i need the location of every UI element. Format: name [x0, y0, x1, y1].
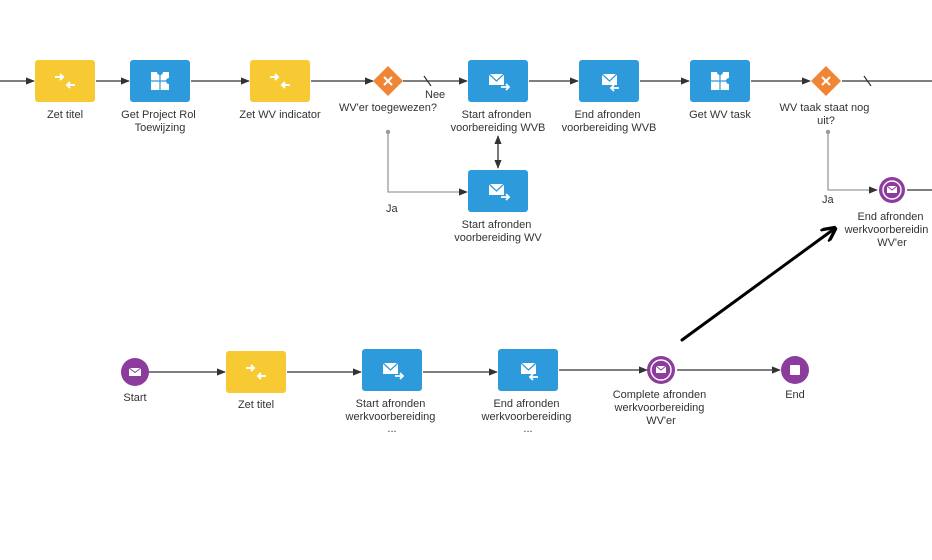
edge-nee-slash — [423, 75, 432, 87]
node-end-afronden-wvb[interactable] — [579, 60, 639, 102]
receive-mail-icon — [520, 362, 538, 381]
node-get-project-rol[interactable] — [130, 60, 190, 102]
mail-event-icon — [655, 365, 667, 373]
top-flow-edges — [0, 75, 932, 196]
edge-gateway-ja-right — [827, 132, 878, 194]
node-start-afronden-wv[interactable] — [468, 170, 528, 212]
label-end: End — [785, 389, 805, 401]
edge-ja-right-source-dot — [825, 129, 831, 135]
node-start-afronden-wvb[interactable] — [468, 60, 528, 102]
merge-arrows-icon — [246, 364, 266, 380]
label-start-afronden-wvb: Start afronden voorbereiding WVB — [451, 109, 546, 134]
label-end-afronden-wvb: End afronden voorbereiding WVB — [562, 109, 657, 134]
edge-gateway-ja-left — [387, 132, 468, 196]
node-zet-wv-indicator[interactable] — [250, 60, 310, 102]
x-icon — [383, 76, 393, 86]
puzzle-icon — [711, 69, 732, 90]
label-bottom-zet-titel: Zet titel — [238, 399, 274, 411]
event-end-afronden-werkvoorbereiding[interactable] — [879, 177, 905, 203]
stop-icon — [790, 365, 800, 375]
label-get-project-rol: Get Project Rol Toewijzing — [121, 109, 199, 134]
label-complete-afronden: Complete afronden werkvoorbereiding WV'e… — [613, 389, 710, 427]
node-bottom-zet-titel[interactable] — [226, 351, 286, 393]
edge-out-slash — [863, 75, 872, 87]
bottom-flow-edges — [149, 366, 781, 376]
gateway-wver-toegewezen[interactable] — [373, 66, 403, 96]
gateway-wv-taak-staat-nog-uit[interactable] — [811, 66, 841, 96]
puzzle-icon — [151, 69, 172, 90]
label-start: Start — [123, 392, 146, 404]
x-icon — [821, 76, 831, 86]
label-bottom-start-afronden: Start afronden werkvoorbereiding ... — [345, 398, 439, 435]
label-zet-titel: Zet titel — [47, 109, 83, 121]
receive-mail-icon — [601, 73, 619, 92]
node-bottom-end-afronden[interactable] — [498, 349, 558, 391]
node-zet-titel[interactable] — [35, 60, 95, 102]
label-wver-toegewezen: WV'er toegewezen? — [339, 102, 437, 114]
send-mail-icon — [382, 362, 405, 380]
label-zet-wv-indicator: Zet WV indicator — [239, 109, 321, 121]
annotation-arrow — [680, 229, 834, 342]
event-complete-afronden[interactable] — [647, 356, 675, 384]
label-start-afronden-wv: Start afronden voorbereiding WV — [454, 219, 542, 244]
node-bottom-start-afronden[interactable] — [362, 349, 422, 391]
edge-label-ja-right: Ja — [822, 194, 835, 206]
event-end[interactable] — [781, 356, 809, 384]
merge-arrows-icon — [270, 73, 290, 89]
event-start[interactable] — [121, 358, 149, 386]
node-get-wv-task[interactable] — [690, 60, 750, 102]
edge-label-nee: Nee — [425, 89, 445, 101]
label-end-afronden-werkvoorbereiding: End afronden werkvoorbereidin WV'er — [844, 211, 932, 249]
edge-ja-left-source-dot — [385, 129, 391, 135]
label-get-wv-task: Get WV task — [689, 109, 751, 121]
send-mail-icon — [488, 183, 511, 201]
label-bottom-end-afronden: End afronden werkvoorbereiding ... — [481, 398, 575, 435]
merge-arrows-icon — [55, 73, 75, 89]
mail-event-icon — [886, 185, 898, 193]
send-mail-icon — [488, 73, 511, 91]
label-wv-taak-staat-nog-uit: WV taak staat nog uit? — [780, 102, 873, 127]
edge-label-ja-left: Ja — [386, 203, 399, 215]
mail-event-icon — [128, 367, 142, 376]
